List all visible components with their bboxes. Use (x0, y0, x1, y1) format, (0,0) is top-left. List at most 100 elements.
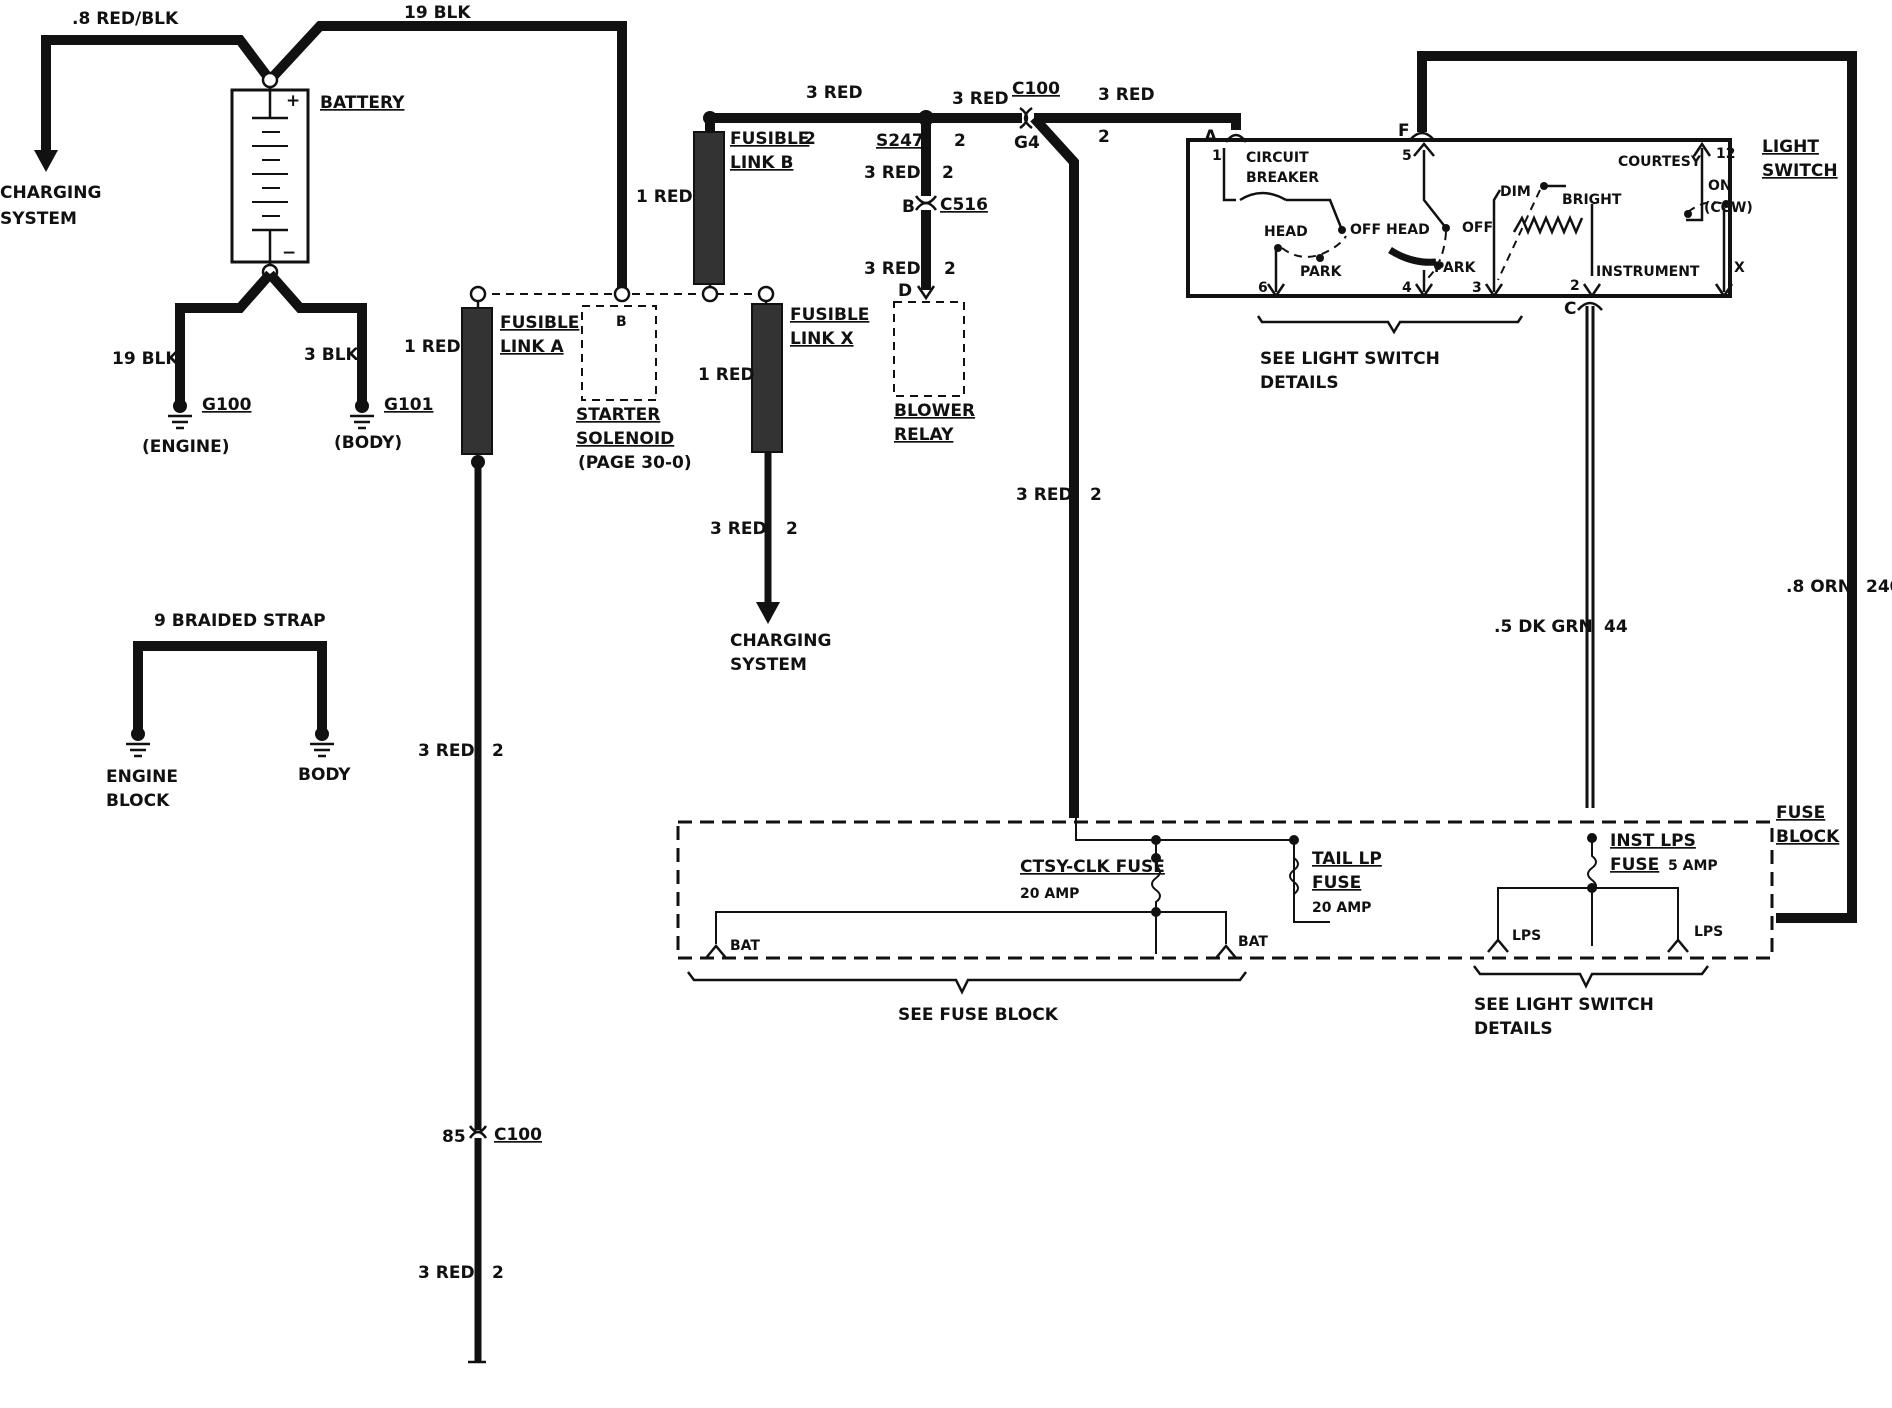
switch-details-2: DETAILS (1260, 373, 1339, 393)
charging-system-label-mid-1: CHARGING (730, 631, 831, 651)
blower-label-1: BLOWER (894, 401, 975, 421)
fuse-block-title-2: BLOCK (1776, 827, 1840, 847)
g100-label: G100 (202, 395, 252, 415)
dim-label: DIM (1500, 184, 1531, 200)
wire-label-2-longa: 2 (492, 741, 504, 761)
courtesy-label: COURTESY (1618, 154, 1702, 170)
fusible-link-b (693, 131, 725, 285)
tail-fuse-label-2: FUSE (1312, 873, 1361, 893)
ground-body-icon (310, 742, 334, 758)
wire-orn (1417, 51, 1857, 923)
s247-circuit-2: 2 (942, 163, 954, 183)
switch-details-brace-2 (1473, 965, 1709, 989)
wire-19blk-top (266, 21, 627, 294)
fuse-details-1: SEE LIGHT SWITCH (1474, 995, 1654, 1015)
wire-label-3red-vert: 3 RED (1016, 485, 1073, 505)
fuse-block: FUSE BLOCK BAT BAT CTSY-CLK FUSE 20 AMP … (676, 803, 1840, 1039)
fusible-a-label-1: FUSIBLE (500, 313, 579, 333)
wire-label-85: 85 (442, 1127, 466, 1147)
wire-label-3red-b: 3 RED (952, 89, 1009, 109)
lps1-label: LPS (1512, 928, 1541, 944)
wire-red-blk-charging (41, 35, 274, 150)
light-switch-title-1: LIGHT (1762, 137, 1819, 157)
term-x: X (1734, 260, 1745, 276)
wire-label-44: 44 (1604, 617, 1628, 637)
ground-g101-icon (350, 414, 374, 430)
term-4: 4 (1402, 280, 1412, 296)
fusible-link-x (751, 303, 783, 453)
ccw-label: (CCW) (1704, 200, 1753, 216)
engine-block-label-2: BLOCK (106, 791, 170, 811)
switch-details-brace (1256, 315, 1524, 335)
starter-label-2: SOLENOID (576, 429, 674, 449)
bat1-label: BAT (730, 938, 760, 954)
wire-label-2-charging: 2 (786, 519, 798, 539)
braided-strap-section: 9 BRAIDED STRAP ENGINE BLOCK BODY (106, 611, 351, 811)
fusible-x-label-1: FUSIBLE (790, 305, 869, 325)
head2-label: HEAD (1386, 222, 1430, 238)
fusible-link-a (461, 307, 493, 455)
battery-positive-terminal (261, 71, 279, 89)
relay-circuit: 2 (944, 259, 956, 279)
starter-label-3: (PAGE 30-0) (578, 453, 692, 473)
see-fuse-block-label: SEE FUSE BLOCK (898, 1005, 1059, 1025)
wire-label-3red-s247: 3 RED (864, 163, 921, 183)
head1-label: HEAD (1264, 224, 1308, 240)
wire-3red-to-switch (1034, 113, 1241, 130)
battery-label: BATTERY (320, 93, 405, 113)
breaker-label: BREAKER (1246, 170, 1319, 186)
park1-label: PARK (1300, 264, 1343, 280)
wire-label-1red-left: 1 RED (404, 337, 461, 357)
term-1: 1 (1212, 148, 1222, 164)
arrow-down-icon (34, 150, 58, 172)
fusible-x-label-2: LINK X (790, 329, 854, 349)
instrument-label: INSTRUMENT (1596, 264, 1700, 280)
c516-pin-b: B (902, 197, 915, 217)
charging-system-label-mid-2: SYSTEM (730, 655, 807, 675)
term-5: 5 (1402, 148, 1412, 164)
battery-plus: + (286, 91, 300, 111)
c100-top-label: C100 (1012, 79, 1060, 99)
ground-g100-icon (168, 414, 192, 430)
s247-label: S247 (876, 131, 924, 151)
term-6: 6 (1258, 280, 1268, 296)
wire-label-orn: .8 ORN (1786, 577, 1852, 597)
ctsy-fuse-amp: 20 AMP (1020, 886, 1079, 902)
ground-engine-block-icon (126, 742, 150, 758)
engine-ground-label: (ENGINE) (142, 437, 230, 457)
term-3: 3 (1472, 280, 1482, 296)
wire-3blk-ground (266, 270, 367, 402)
fusible-b-label-1: FUSIBLE (730, 129, 809, 149)
g4-label: G4 (1014, 133, 1040, 153)
off1-label: OFF (1350, 222, 1381, 238)
relay-pin-d: D (898, 281, 912, 301)
on-label: ON (1708, 178, 1732, 194)
bat2-label: BAT (1238, 934, 1268, 950)
braided-strap-label: 9 BRAIDED STRAP (154, 611, 326, 631)
c100-circuit: 2 (1098, 127, 1110, 147)
pin-c-label: C (1564, 299, 1576, 319)
battery-minus: − (282, 243, 296, 263)
wire-label-3red-relay: 3 RED (864, 259, 921, 279)
s247-circuit: 2 (954, 131, 966, 151)
body-ground-label: (BODY) (334, 433, 402, 453)
wire-label-3red-charging: 3 RED (710, 519, 767, 539)
off2-label: OFF (1462, 220, 1493, 236)
wire-label-3red-longa: 3 RED (418, 741, 475, 761)
wire-label-2-longb: 2 (492, 1263, 504, 1283)
wire-label-19blk-left: 19 BLK (112, 349, 179, 369)
fusible-b-circuit: 2 (804, 129, 816, 149)
light-switch-title-2: SWITCH (1762, 161, 1838, 181)
arrow-down-icon (756, 602, 780, 624)
light-switch: A F .8 ORN 240 LIGHT SWITCH 1 CIRCUIT BR… (1186, 51, 1892, 923)
wire-label-3red-c: 3 RED (1098, 85, 1155, 105)
tail-fuse-label-1: TAIL LP (1312, 849, 1382, 869)
g101-label: G101 (384, 395, 433, 415)
inst-fuse-amp: 5 AMP (1668, 858, 1718, 874)
wire-label-1red-top: 1 RED (636, 187, 693, 207)
battery-section: + − BATTERY 19 BLK 3 BLK G100 G101 (ENGI… (0, 3, 627, 457)
braided-strap-wire (133, 641, 327, 730)
c516-label: C516 (940, 195, 988, 215)
vert-circuit: 2 (1090, 485, 1102, 505)
